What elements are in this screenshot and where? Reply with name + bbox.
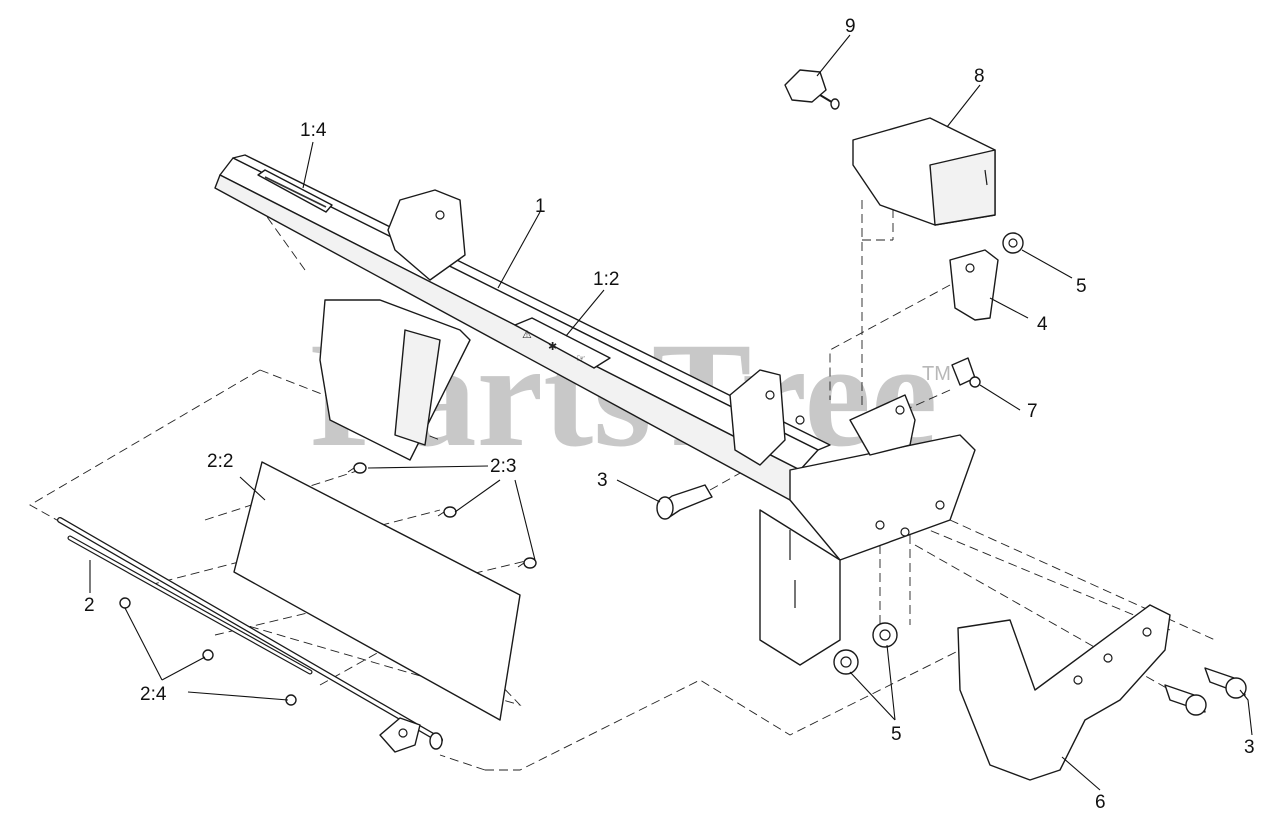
callout-2: 2 — [84, 595, 95, 616]
callout-7: 7 — [1027, 401, 1038, 422]
callout-2-2: 2:2 — [207, 451, 233, 472]
callout-5-bottom: 5 — [891, 724, 902, 745]
callout-9: 9 — [845, 16, 856, 37]
part-4-plate — [949, 249, 999, 321]
part-3-bolt-left — [656, 484, 713, 520]
callout-4: 4 — [1037, 314, 1048, 335]
callout-6: 6 — [1095, 792, 1106, 813]
fasteners-2-3 — [347, 462, 537, 569]
callout-3-left: 3 — [597, 470, 608, 491]
part-2-rod — [57, 517, 443, 753]
callout-2-3: 2:3 — [490, 456, 516, 477]
callout-1-4: 1:4 — [300, 120, 327, 141]
callout-8: 8 — [974, 66, 985, 87]
part-9-knob — [784, 69, 840, 110]
callout-1-2: 1:2 — [593, 269, 619, 290]
mounting-frame — [759, 394, 976, 666]
callout-5-top: 5 — [1076, 276, 1087, 297]
svg-text:✱: ✱ — [548, 340, 557, 353]
part-7-clip — [951, 357, 981, 388]
part-5-nuts-bottom — [833, 622, 898, 675]
watermark-trademark: TM — [922, 363, 951, 385]
callouts: 1:4 1 1:2 2:2 2:3 2 2:4 3 3 4 5 5 6 7 8 … — [84, 16, 1255, 813]
svg-text:⚠: ⚠ — [522, 328, 532, 341]
part-2-2-plate — [233, 461, 521, 721]
fasteners-2-4 — [119, 597, 297, 706]
svg-text:☞: ☞ — [576, 352, 586, 365]
part-8-cover — [852, 117, 996, 226]
callout-2-4: 2:4 — [140, 684, 167, 705]
leader-lines — [89, 34, 1253, 791]
part-6-bracket — [957, 604, 1171, 781]
part-5-nut-top — [1002, 232, 1024, 254]
callout-1: 1 — [535, 196, 546, 217]
part-3-bolts-right — [1164, 667, 1247, 716]
callout-3-right: 3 — [1244, 737, 1255, 758]
